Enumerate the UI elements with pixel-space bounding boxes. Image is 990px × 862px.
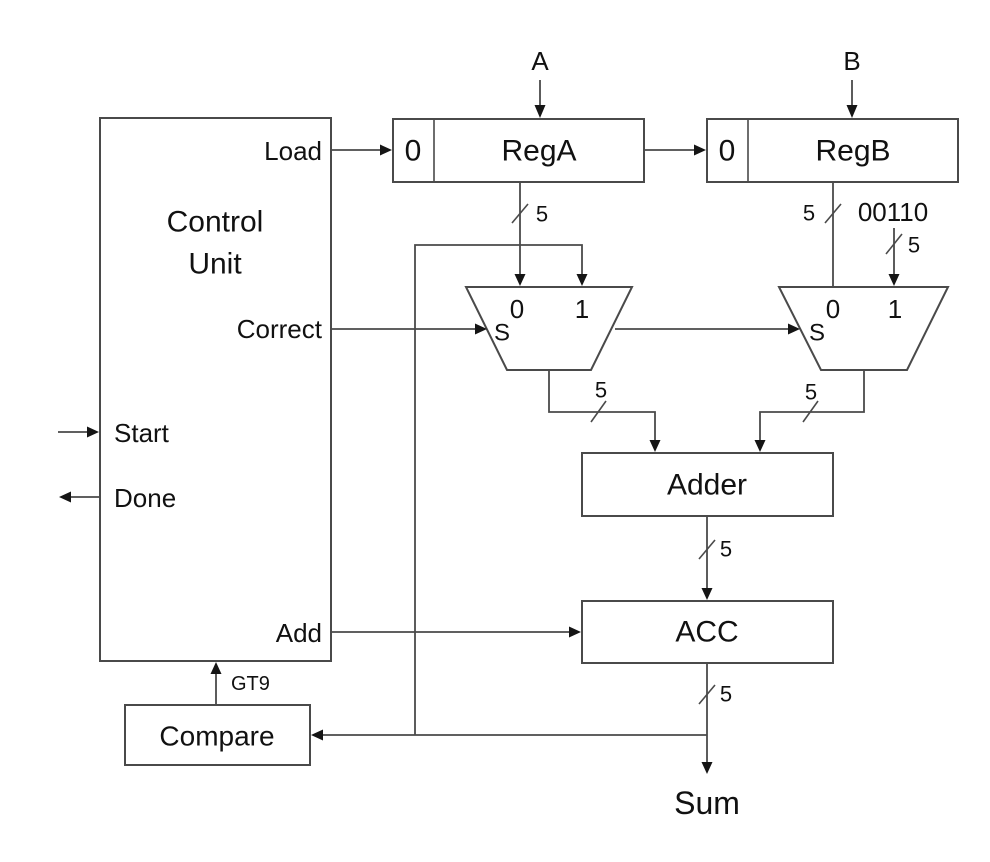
bus-slash-constant (885, 233, 903, 255)
input-b-label: B (843, 46, 860, 76)
arrowhead-load (380, 144, 392, 156)
regb-carry-bit: 0 (719, 135, 736, 168)
arrowhead-muxb-to-adder (754, 440, 766, 452)
compare-label: Compare (159, 721, 274, 752)
rega-carry-bit: 0 (405, 135, 422, 168)
arrowhead-muxa-in0 (514, 274, 526, 286)
bus-width-constant: 5 (908, 233, 920, 258)
gt9-signal-label: GT9 (231, 673, 270, 695)
bus-slash-muxb-out (802, 400, 819, 423)
mux-b-shape (777, 286, 950, 371)
wire-muxa-to-adder (548, 370, 656, 442)
acc-box (581, 600, 834, 664)
sum-output-label: Sum (674, 785, 740, 821)
arrowhead-correct-muxa (475, 323, 487, 335)
load-signal-label: Load (264, 136, 322, 166)
regb-box (706, 118, 959, 183)
rega-box (392, 118, 645, 183)
arrowhead-a-input (534, 105, 546, 118)
constant-value-label: 00110 (858, 197, 928, 227)
adder-box (581, 452, 834, 517)
arrowhead-add (569, 626, 581, 638)
bus-slash-muxa-out (590, 400, 607, 423)
arrowhead-muxb-in1 (888, 274, 900, 286)
adder-label: Adder (667, 469, 747, 502)
wire-feedback-to-muxa-in1 (414, 244, 583, 735)
mux-b-in1-label: 1 (888, 294, 902, 324)
arrowhead-rega-to-regb (694, 144, 706, 156)
bus-width-rega: 5 (536, 202, 548, 227)
mux-b-select-label: S (809, 320, 825, 347)
bus-width-muxa-out: 5 (595, 378, 607, 403)
arrowhead-adder-to-acc (701, 588, 713, 600)
arrowhead-muxa-to-adder (649, 440, 661, 452)
control-unit-title-line2: Unit (188, 248, 242, 281)
rega-label: RegA (501, 135, 576, 168)
arrowhead-start (87, 426, 99, 438)
arrowhead-gt9 (210, 662, 222, 674)
mux-a-select-label: S (494, 320, 510, 347)
bus-width-regb: 5 (803, 201, 815, 226)
bus-slash-rega (511, 203, 529, 224)
start-signal-label: Start (114, 418, 170, 448)
bus-width-acc-out: 5 (720, 682, 732, 707)
add-signal-label: Add (276, 618, 322, 648)
wire-muxb-to-adder (759, 370, 865, 442)
control-unit-box (99, 117, 332, 662)
arrowhead-b-input (846, 105, 858, 118)
regb-label: RegB (815, 135, 890, 168)
input-a-label: A (531, 46, 549, 76)
acc-label: ACC (675, 616, 738, 649)
arrowhead-muxa-in1 (576, 274, 588, 286)
compare-box (124, 704, 311, 766)
mux-a-shape (464, 286, 634, 371)
mux-a-in1-label: 1 (575, 294, 589, 324)
mux-b-in0-label: 0 (826, 294, 840, 324)
control-unit-title-line1: Control (167, 206, 264, 239)
arrowhead-sum (701, 762, 713, 774)
bus-slash-adder-out (698, 539, 716, 560)
bus-slash-acc-out (698, 684, 716, 705)
arrowhead-compare-in (311, 729, 323, 741)
done-signal-label: Done (114, 483, 176, 513)
correct-signal-label: Correct (237, 314, 323, 344)
bus-slash-regb (824, 203, 842, 224)
bus-width-adder-out: 5 (720, 537, 732, 562)
arrowhead-done (59, 491, 71, 503)
mux-a-in0-label: 0 (510, 294, 524, 324)
arrowhead-correct-muxb (788, 323, 800, 335)
bus-width-muxb-out: 5 (805, 380, 817, 405)
